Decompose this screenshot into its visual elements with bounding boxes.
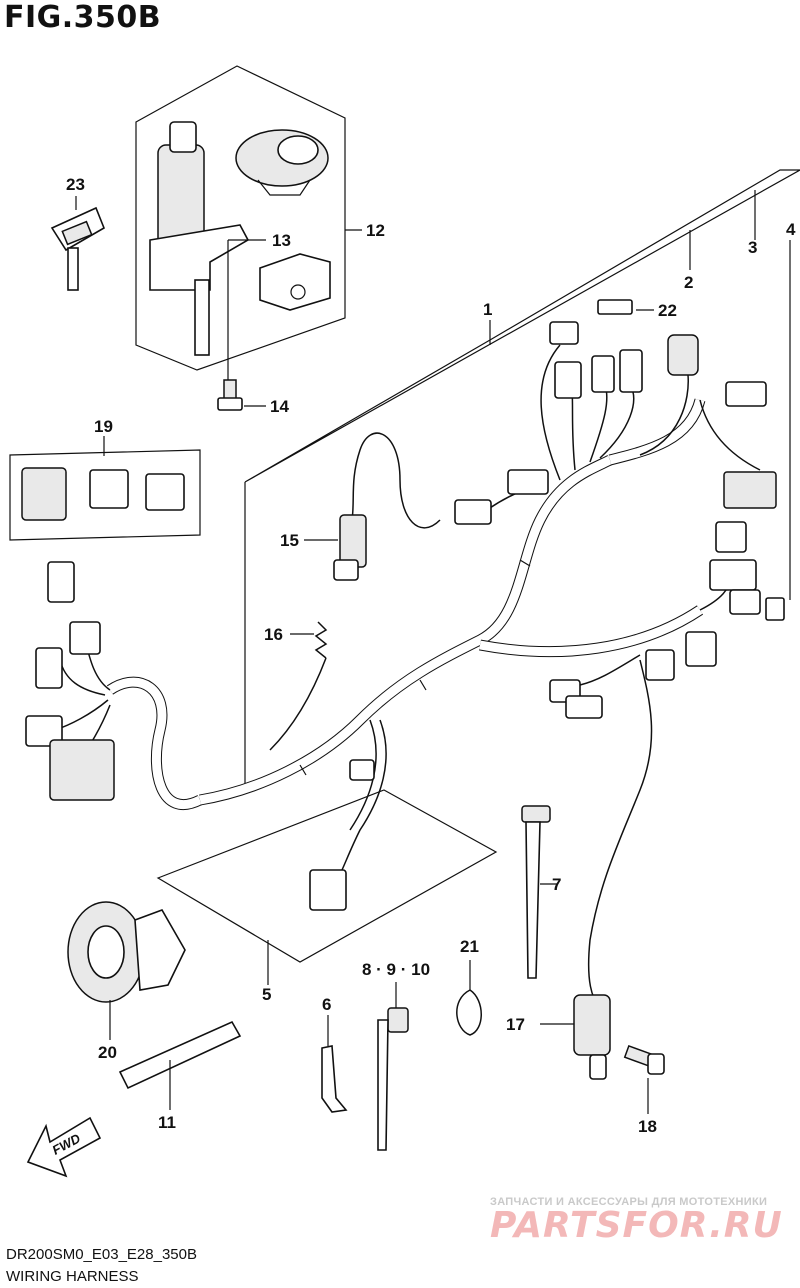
callout-13: 13 — [272, 231, 291, 250]
callout-17: 17 — [506, 1015, 525, 1034]
watermark-tagline: ЗАПЧАСТИ И АКСЕССУАРЫ ДЛЯ МОТОТЕХНИКИ — [490, 1196, 768, 1208]
model-code: DR200SM0_E03_E28_350B — [6, 1246, 197, 1263]
callout-18: 18 — [638, 1117, 657, 1136]
callout-6: 6 — [322, 995, 331, 1014]
callout-4: 4 — [786, 220, 796, 239]
callout-7: 7 — [552, 875, 561, 894]
callout-19: 19 — [94, 417, 113, 436]
clip-21 — [456, 960, 482, 1036]
harness-box — [244, 169, 800, 785]
bolt-18 — [623, 1044, 665, 1114]
bolt-14 — [217, 379, 266, 411]
callout-2: 2 — [684, 273, 693, 292]
callout-11: 11 — [158, 1113, 176, 1132]
key-23 — [50, 196, 105, 291]
callout-23: 23 — [66, 175, 85, 194]
cable-tie-7 — [521, 805, 558, 979]
strap-11 — [118, 1020, 242, 1110]
relay-set-19 — [9, 436, 201, 541]
callout-3: 3 — [748, 238, 757, 257]
callout-1: 1 — [483, 300, 492, 319]
callout-15: 15 — [280, 531, 299, 550]
callout-5: 5 — [262, 985, 271, 1004]
plate-5 — [156, 789, 498, 985]
horn-20 — [67, 901, 186, 1040]
fwd-arrow: FWD — [26, 1116, 102, 1178]
switch-15 — [304, 514, 367, 581]
harness-bundle — [54, 344, 761, 1011]
connectors — [25, 299, 785, 911]
callout-20: 20 — [98, 1043, 117, 1062]
sensor-17 — [540, 994, 611, 1080]
callout-22: 22 — [658, 301, 677, 320]
clamp-8-9-10 — [377, 982, 409, 1151]
callout-12: 12 — [366, 221, 385, 240]
callout-14: 14 — [270, 397, 289, 416]
watermark-logo: PARTSFOR.RU — [490, 1205, 783, 1246]
callout-8-9-10: 8 · 9 · 10 — [362, 960, 430, 979]
bracket-6 — [321, 1015, 348, 1113]
callout-16: 16 — [264, 625, 283, 644]
figure-caption: WIRING HARNESS — [6, 1268, 139, 1285]
figure-title: FIG.350B — [4, 0, 162, 35]
callout-21: 21 — [460, 937, 479, 956]
spring-16 — [269, 621, 328, 751]
ignition-switch-box — [135, 65, 362, 380]
